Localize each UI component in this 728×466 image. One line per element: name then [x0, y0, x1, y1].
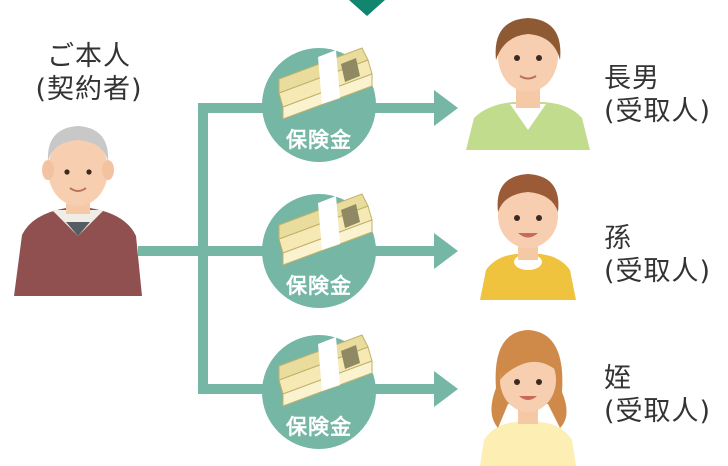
cash-stack-icon: [278, 193, 373, 266]
cash-stack-icon: [278, 47, 373, 120]
recipient-relation: 長男: [604, 63, 660, 94]
son-illustration: [466, 18, 590, 150]
recipient-son-label: 長男 (受取人): [604, 62, 711, 128]
top-marker: [349, 0, 385, 16]
recipient-grandchild-label: 孫 (受取人): [604, 222, 711, 288]
recipient-niece-label: 姪 (受取人): [604, 362, 711, 428]
elderly-man-illustration: [14, 126, 142, 296]
benefit-circle-2: 保険金: [262, 193, 376, 308]
arrow-to-grandchild: [434, 233, 458, 269]
arrow-to-niece: [434, 371, 458, 407]
benefit-circle-1: 保険金: [262, 47, 376, 162]
grandchild-illustration: [480, 174, 576, 300]
benefit-label: 保険金: [285, 415, 352, 439]
recipient-role: (受取人): [604, 256, 712, 287]
recipient-relation: 姪: [604, 363, 632, 394]
cash-stack-icon: [278, 334, 373, 407]
recipient-role: (受取人): [604, 96, 712, 127]
benefit-label: 保険金: [285, 274, 352, 298]
insured-label: ご本人 (契約者): [16, 40, 162, 106]
insured-role: (契約者): [35, 74, 143, 105]
niece-illustration: [480, 330, 576, 466]
arrow-to-son: [434, 90, 458, 126]
recipient-relation: 孫: [604, 223, 632, 254]
benefit-circle-3: 保険金: [262, 334, 376, 449]
benefit-label: 保険金: [285, 128, 352, 152]
recipient-role: (受取人): [604, 396, 712, 427]
insured-title: ご本人: [47, 41, 131, 72]
